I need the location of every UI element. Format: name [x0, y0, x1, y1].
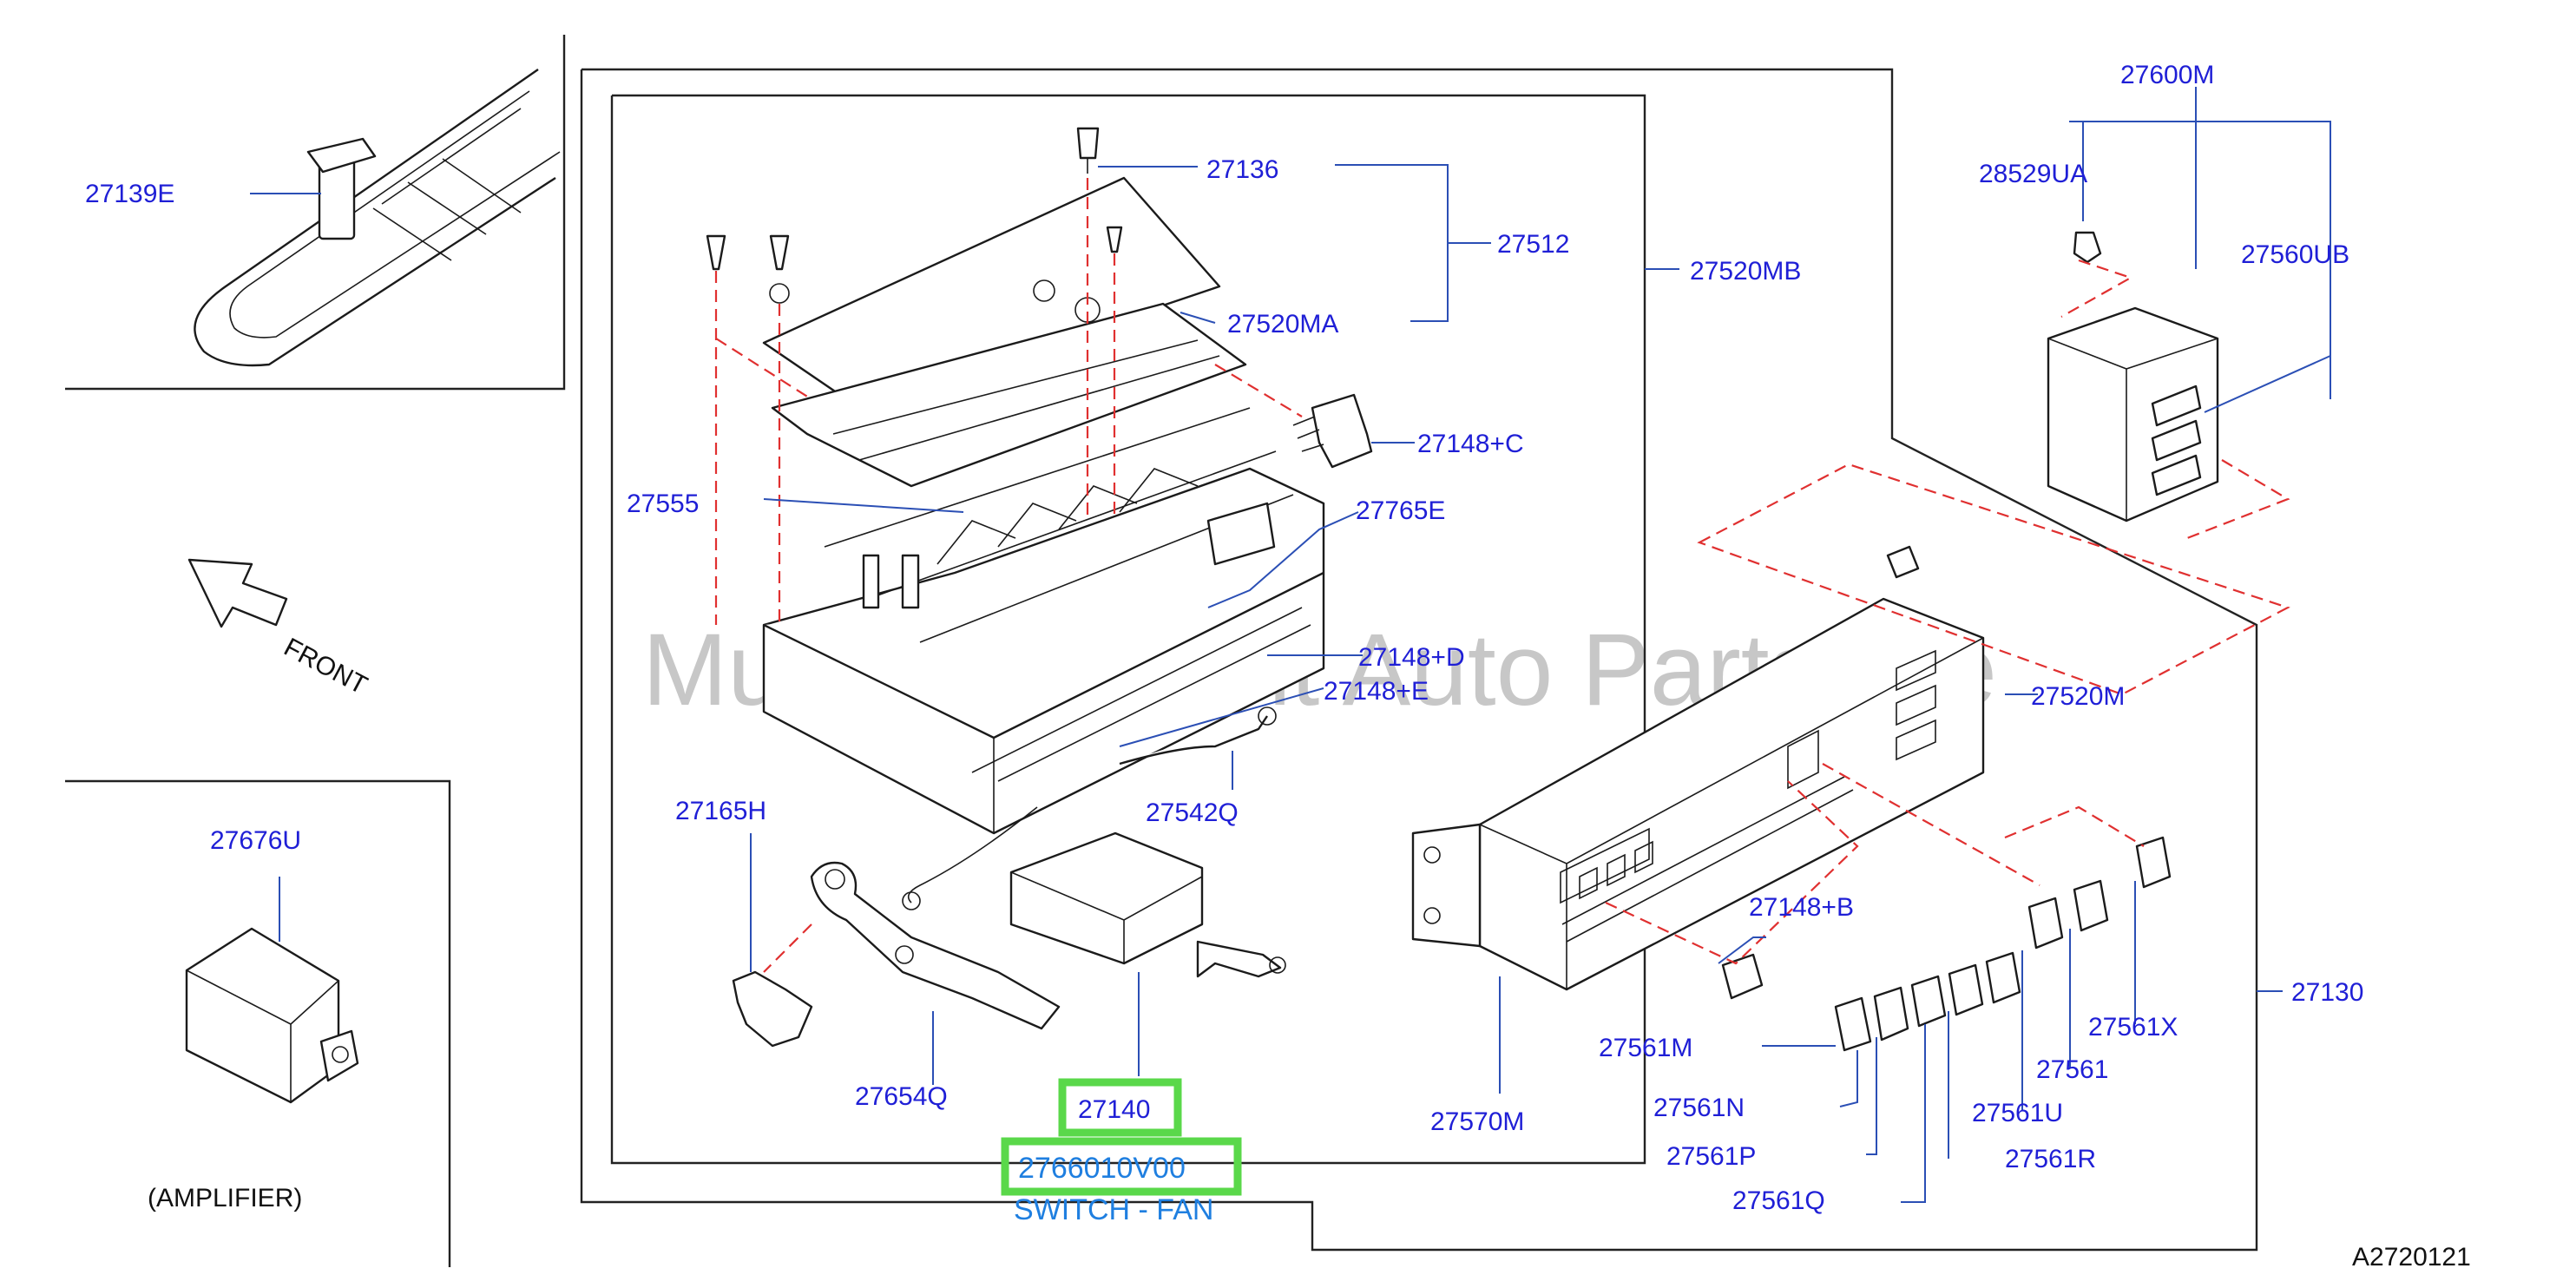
frame-27520MB	[580, 68, 2258, 1252]
label-27148B[interactable]: 27148+B	[1749, 893, 1854, 922]
assembly-guides	[714, 178, 2290, 973]
panel-borders	[65, 35, 566, 1267]
selected-ref-highlight	[1058, 1078, 1182, 1137]
label-27520MB[interactable]: 27520MB	[1690, 257, 1801, 286]
label-27542Q[interactable]: 27542Q	[1146, 798, 1239, 827]
frame-27512	[610, 94, 1646, 1165]
label-27561R[interactable]: 27561R	[2005, 1145, 2096, 1173]
inset-knob-drawing	[194, 69, 561, 367]
label-27148D[interactable]: 27148+D	[1358, 643, 1465, 672]
label-27654Q[interactable]: 27654Q	[855, 1082, 948, 1111]
label-27600M[interactable]: 27600M	[2120, 61, 2214, 89]
knob-buttons-drawing	[1721, 836, 2172, 1052]
label-27560UB[interactable]: 27560UB	[2241, 240, 2349, 269]
amplifier-drawing	[185, 927, 359, 1104]
label-27561Q[interactable]: 27561Q	[1732, 1186, 1825, 1215]
leader-lines	[250, 87, 2331, 1203]
label-27148E[interactable]: 27148+E	[1324, 677, 1429, 706]
amplifier-label: (AMPLIFIER)	[148, 1184, 302, 1212]
diagram-id: A2720121	[2352, 1243, 2471, 1272]
control-panel-drawing	[1411, 545, 1985, 991]
label-27570M[interactable]: 27570M	[1430, 1107, 1524, 1136]
label-27561U[interactable]: 27561U	[1972, 1099, 2063, 1127]
label-part-number[interactable]: 2766010V00	[1018, 1152, 1186, 1185]
label-27676U[interactable]: 27676U	[210, 826, 301, 855]
label-27165H[interactable]: 27165H	[675, 797, 766, 825]
label-28529UA[interactable]: 28529UA	[1979, 160, 2087, 188]
label-27561N[interactable]: 27561N	[1653, 1094, 1745, 1122]
amplifier-module-drawing	[2047, 231, 2219, 522]
label-27561M[interactable]: 27561M	[1599, 1034, 1692, 1062]
label-27520M[interactable]: 27520M	[2031, 682, 2125, 711]
label-27520MA[interactable]: 27520MA	[1227, 310, 1338, 338]
front-arrow-icon	[187, 558, 288, 628]
label-27561[interactable]: 27561	[2036, 1055, 2108, 1084]
label-27139E[interactable]: 27139E	[85, 180, 174, 208]
label-27561X[interactable]: 27561X	[2088, 1013, 2178, 1042]
label-27136[interactable]: 27136	[1206, 155, 1278, 184]
label-27512[interactable]: 27512	[1497, 230, 1569, 259]
label-27140[interactable]: 27140	[1078, 1095, 1150, 1124]
selected-part-number-highlight	[1001, 1137, 1242, 1196]
label-27148C[interactable]: 27148+C	[1417, 430, 1524, 458]
label-27765E[interactable]: 27765E	[1356, 496, 1445, 525]
part-labels: 27139E 27676U 27136 27512 27520MA 27520M…	[85, 61, 2471, 1272]
label-27130[interactable]: 27130	[2291, 978, 2363, 1007]
label-part-description: SWITCH - FAN	[1014, 1193, 1213, 1226]
front-label: FRONT	[279, 633, 372, 700]
label-27555[interactable]: 27555	[627, 490, 699, 518]
label-27561P[interactable]: 27561P	[1666, 1142, 1756, 1171]
control-unit-drawing	[706, 127, 1373, 1048]
